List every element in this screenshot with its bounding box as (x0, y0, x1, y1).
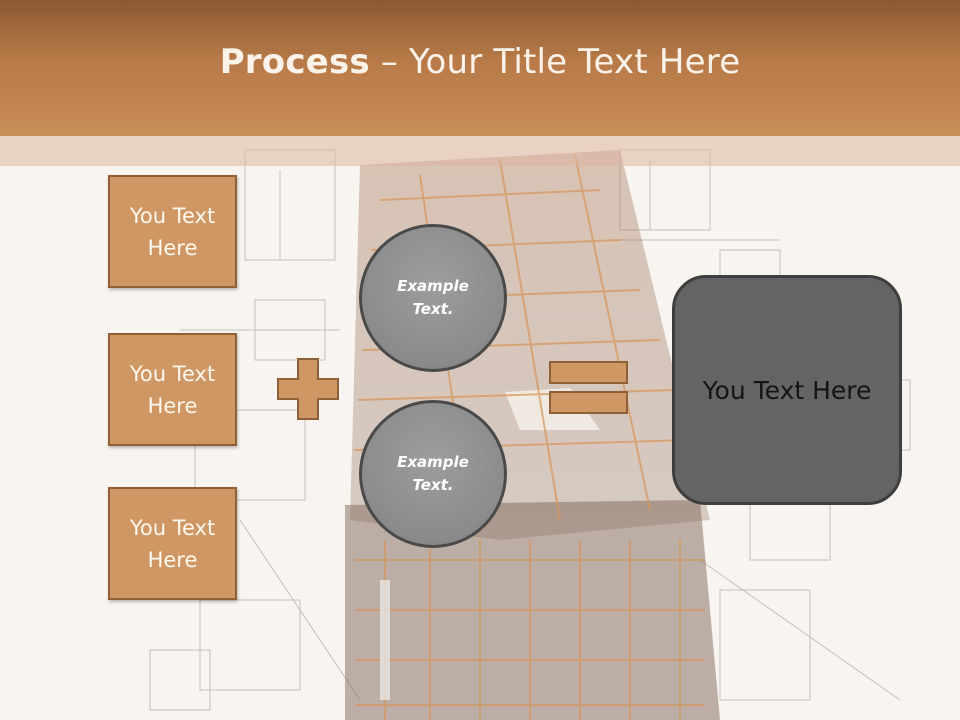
text-box-2-line1: You Text (129, 361, 216, 386)
text-box-2[interactable]: You Text Here (108, 333, 237, 446)
text-box-1-line2: Here (147, 235, 198, 260)
title-bold-part: Process (219, 42, 370, 82)
circle-2-line2: Text. (412, 476, 454, 494)
text-box-3[interactable]: You Text Here (108, 487, 237, 600)
text-box-3-line1: You Text (129, 515, 216, 540)
example-circle-1[interactable]: Example Text. (359, 224, 507, 372)
text-box-2-line2: Here (147, 393, 198, 418)
title-rest-part: – Your Title Text Here (369, 42, 741, 82)
plus-icon (277, 358, 339, 420)
circle-1-line1: Example (397, 277, 469, 295)
text-box-1-line1: You Text (129, 203, 216, 228)
title-bar: Process – Your Title Text Here (0, 0, 960, 136)
equals-icon (549, 361, 628, 414)
result-box[interactable]: You Text Here (672, 275, 902, 505)
text-box-3-line2: Here (147, 547, 198, 572)
result-box-label: You Text Here (702, 375, 872, 405)
slide-title: Process – Your Title Text Here (220, 42, 741, 82)
text-box-1[interactable]: You Text Here (108, 175, 237, 288)
header-accent-band (0, 136, 960, 166)
circle-1-line2: Text. (412, 300, 454, 318)
circle-2-line1: Example (397, 453, 469, 471)
example-circle-2[interactable]: Example Text. (359, 400, 507, 548)
